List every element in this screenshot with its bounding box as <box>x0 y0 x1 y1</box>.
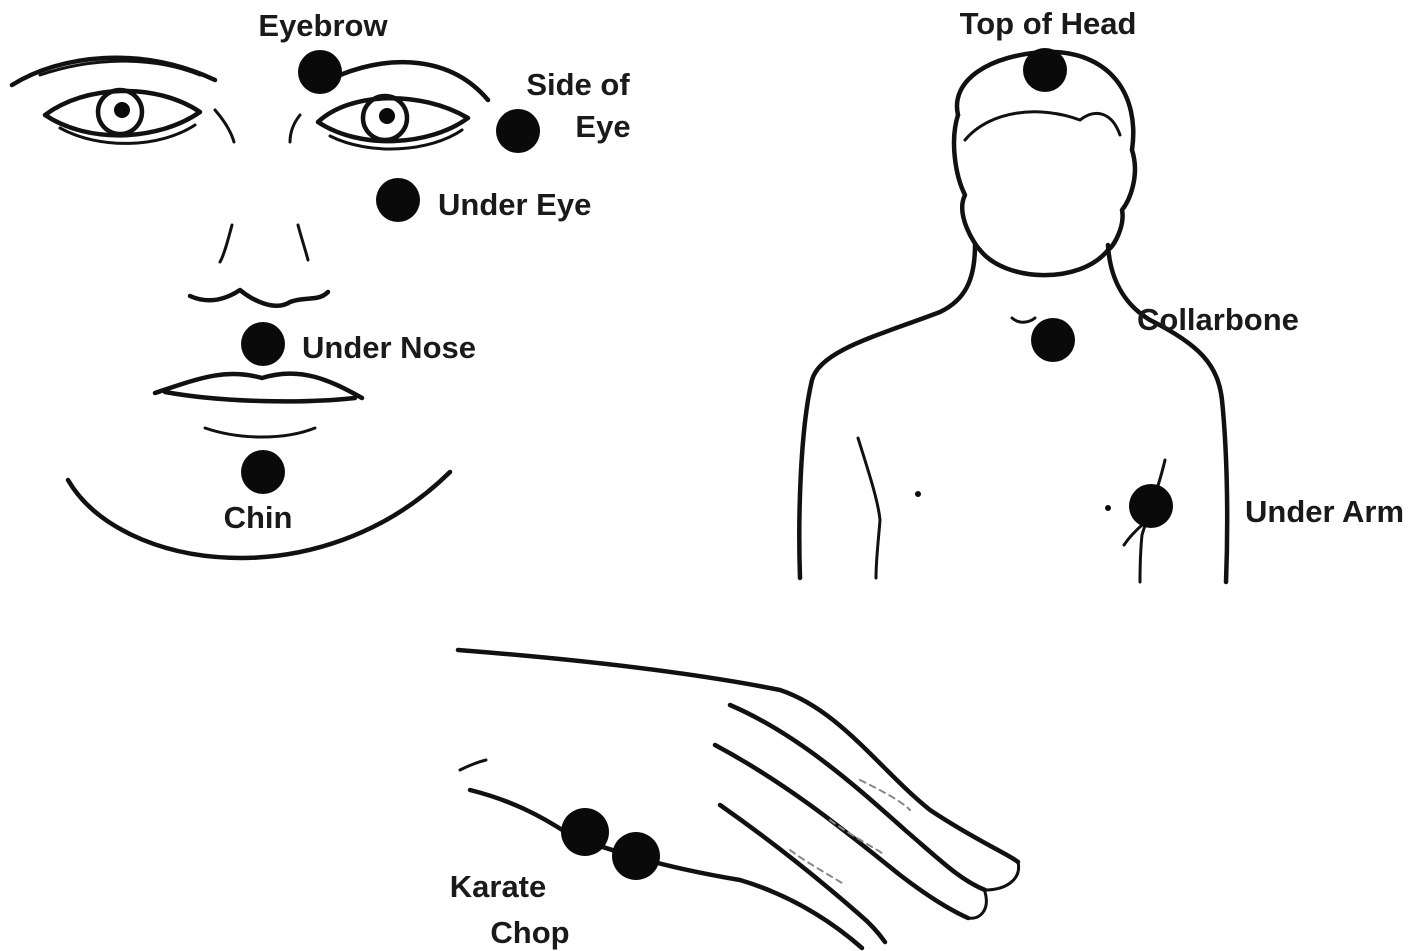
under-nose-label: Under Nose <box>302 330 476 365</box>
right-pupil <box>379 108 395 124</box>
left-pupil <box>114 102 130 118</box>
under-arm-label: Under Arm <box>1245 494 1404 529</box>
nose-left-line <box>220 225 232 262</box>
left-nipple <box>915 491 921 497</box>
karate-chop-point-marker-1 <box>561 808 609 856</box>
chin-label: Chin <box>224 500 293 535</box>
nose-right-line <box>298 225 308 260</box>
under-nose-point-marker <box>241 322 285 366</box>
karate-chop-label-line2: Chop <box>490 915 569 950</box>
hairline <box>965 112 1120 140</box>
right-eye-crease <box>290 115 300 142</box>
side-of-eye-label-line1: Side of <box>526 67 630 102</box>
fingertip-1 <box>985 862 1019 890</box>
fingertip-2 <box>968 892 986 918</box>
left-shoulder-arm <box>799 312 940 578</box>
finger-line-3 <box>720 805 885 942</box>
under-eye-point-marker <box>376 178 420 222</box>
collarbone-point-marker <box>1031 318 1075 362</box>
eyebrow-label: Eyebrow <box>258 8 388 43</box>
collar-notch <box>1012 318 1035 322</box>
right-eyebrow-outline <box>340 62 488 100</box>
chin-point-marker <box>241 450 285 494</box>
under-arm-point-marker <box>1129 484 1173 528</box>
right-nipple <box>1105 505 1111 511</box>
head-left-side <box>954 115 980 250</box>
wrist-crease <box>460 760 486 770</box>
karate-chop-point-marker-2 <box>612 832 660 880</box>
side-of-eye-label-line2: Eye <box>575 109 630 144</box>
neck-left <box>940 245 975 312</box>
top-of-head-label: Top of Head <box>960 6 1137 41</box>
karate-chop-label-line1: Karate <box>450 869 547 904</box>
jaw-line <box>980 250 1108 275</box>
left-armpit-line <box>858 438 880 578</box>
top-of-head-point-marker <box>1023 48 1067 92</box>
side-of-eye-point-marker <box>496 109 540 153</box>
right-shoulder-arm <box>1150 320 1227 582</box>
eyebrow-point-marker <box>298 50 342 94</box>
under-eye-label: Under Eye <box>438 187 591 222</box>
collarbone-label: Collarbone <box>1137 302 1299 337</box>
mouth-line <box>165 392 355 401</box>
left-eye-crease <box>215 110 234 142</box>
nose-base <box>190 290 328 306</box>
finger-line-1 <box>730 705 985 890</box>
head-right-side <box>1108 150 1135 250</box>
lower-lip <box>205 428 315 437</box>
